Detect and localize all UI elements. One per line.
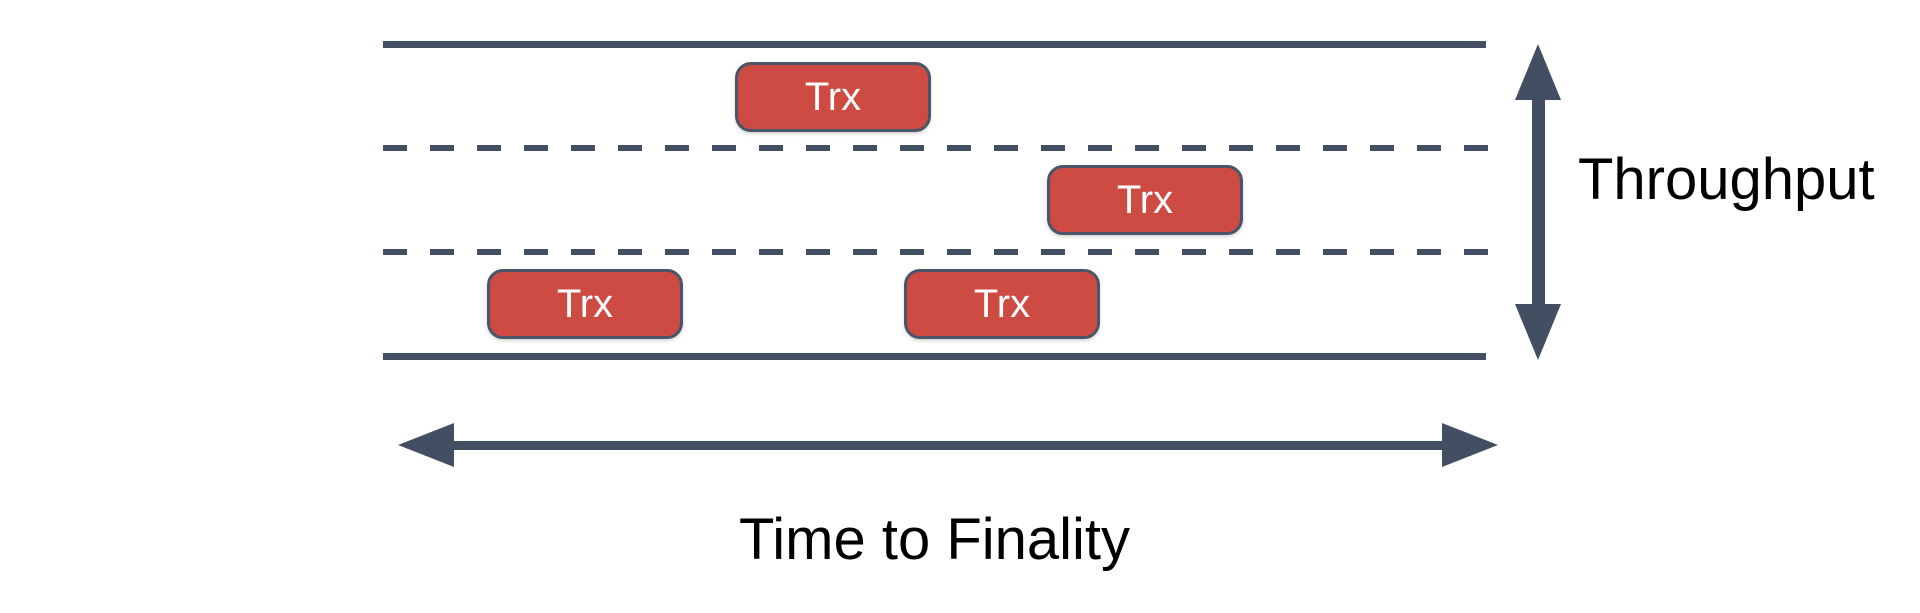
arrow-up-icon — [1515, 44, 1561, 100]
throughput-axis-arrow — [1515, 44, 1561, 360]
time-arrow-shaft — [446, 441, 1450, 450]
road-bottom-edge-line — [383, 353, 1486, 360]
arrow-down-icon — [1515, 304, 1561, 360]
lane-divider-dashed-line-2 — [383, 249, 1491, 255]
time-to-finality-axis-label: Time to Finality — [739, 507, 1131, 572]
road-top-edge-line — [383, 41, 1486, 48]
transaction-box: Trx — [1047, 165, 1243, 235]
throughput-axis-label: Throughput — [1578, 147, 1875, 212]
transaction-box-label: Trx — [973, 281, 1031, 326]
transaction-box: Trx — [487, 269, 683, 339]
throughput-arrow-shaft — [1531, 92, 1545, 312]
arrow-right-icon — [1442, 423, 1498, 467]
transaction-box-label: Trx — [556, 281, 614, 326]
time-to-finality-axis-arrow — [398, 423, 1498, 467]
arrow-left-icon — [398, 423, 454, 467]
transaction-box: Trx — [904, 269, 1100, 339]
transaction-box-label: Trx — [1116, 177, 1174, 222]
lane-divider-dashed-line-1 — [383, 145, 1491, 151]
transaction-box: Trx — [735, 62, 931, 132]
transaction-box-label: Trx — [804, 74, 862, 119]
